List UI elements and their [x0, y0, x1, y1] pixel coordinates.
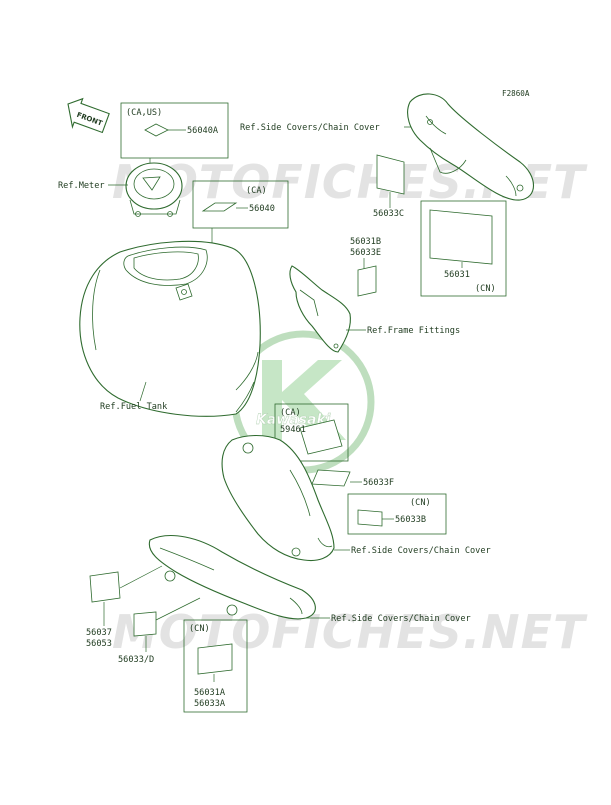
- side-cover-part: [221, 434, 335, 562]
- meter-part: [125, 162, 183, 217]
- callout-box-cn-56031: [420, 200, 507, 297]
- seat-cowl-part: [407, 93, 535, 201]
- decal-56033c: [376, 154, 405, 195]
- region-cn-56031a: (CN): [189, 624, 210, 634]
- part-56033e: 56033E: [350, 248, 381, 258]
- part-56031b: 56031B: [350, 237, 381, 247]
- decal-56031: [429, 209, 493, 265]
- part-56033d: 56033/D: [118, 655, 154, 665]
- part-56037: 56037: [86, 628, 112, 638]
- decal-56031a: [197, 643, 233, 675]
- ref-fuel-tank-label: Ref.Fuel Tank: [100, 402, 168, 412]
- callout-box-cn-56033b: [347, 493, 447, 535]
- callout-box-cn-56031a: [183, 619, 248, 713]
- part-56053: 56053: [86, 639, 112, 649]
- ref-side-covers-mid-label: Ref.Side Covers/Chain Cover: [351, 546, 491, 556]
- diagram-code: F2860A: [502, 89, 530, 98]
- decal-56040: [201, 202, 238, 212]
- part-56031: 56031: [444, 270, 470, 280]
- decal-56037: [89, 571, 121, 603]
- callout-box-ca-59461: [274, 403, 349, 462]
- ref-meter-label: Ref.Meter: [58, 181, 105, 191]
- part-59461: 59461: [280, 425, 306, 435]
- part-56033a: 56033A: [194, 699, 226, 709]
- part-56040: 56040: [249, 204, 275, 214]
- frame-cover-part: [289, 265, 351, 353]
- decal-56033b: [357, 509, 383, 527]
- decal-56033d: [133, 611, 157, 637]
- part-56033f: 56033F: [363, 478, 394, 488]
- decal-59461: [299, 419, 343, 455]
- decal-56031b: [357, 265, 377, 297]
- part-56040a: 56040A: [187, 126, 219, 136]
- ref-side-covers-top-label: Ref.Side Covers/Chain Cover: [240, 123, 380, 133]
- decal-56033f: [311, 469, 351, 487]
- region-cn-56033b: (CN): [410, 498, 431, 508]
- fuel-tank-part: [79, 240, 261, 417]
- region-ca-us: (CA,US): [126, 108, 162, 118]
- region-ca-56040: (CA): [246, 186, 267, 196]
- ref-frame-fittings-label: Ref.Frame Fittings: [367, 326, 460, 336]
- part-56033c: 56033C: [373, 209, 404, 219]
- region-cn-56031: (CN): [475, 284, 496, 294]
- callout-box-ca-56040: [192, 180, 289, 229]
- region-ca-59461: (CA): [280, 408, 301, 418]
- watermark-text-bottom: MOTOFICHES.NET: [112, 605, 588, 659]
- ref-side-covers-bottom-label: Ref.Side Covers/Chain Cover: [331, 614, 471, 624]
- decal-56040a: [144, 123, 169, 137]
- callout-box-ca-us: [120, 102, 229, 159]
- front-arrow-icon: FRONT: [67, 97, 110, 134]
- part-56031a: 56031A: [194, 688, 226, 698]
- part-56033b: 56033B: [395, 515, 426, 525]
